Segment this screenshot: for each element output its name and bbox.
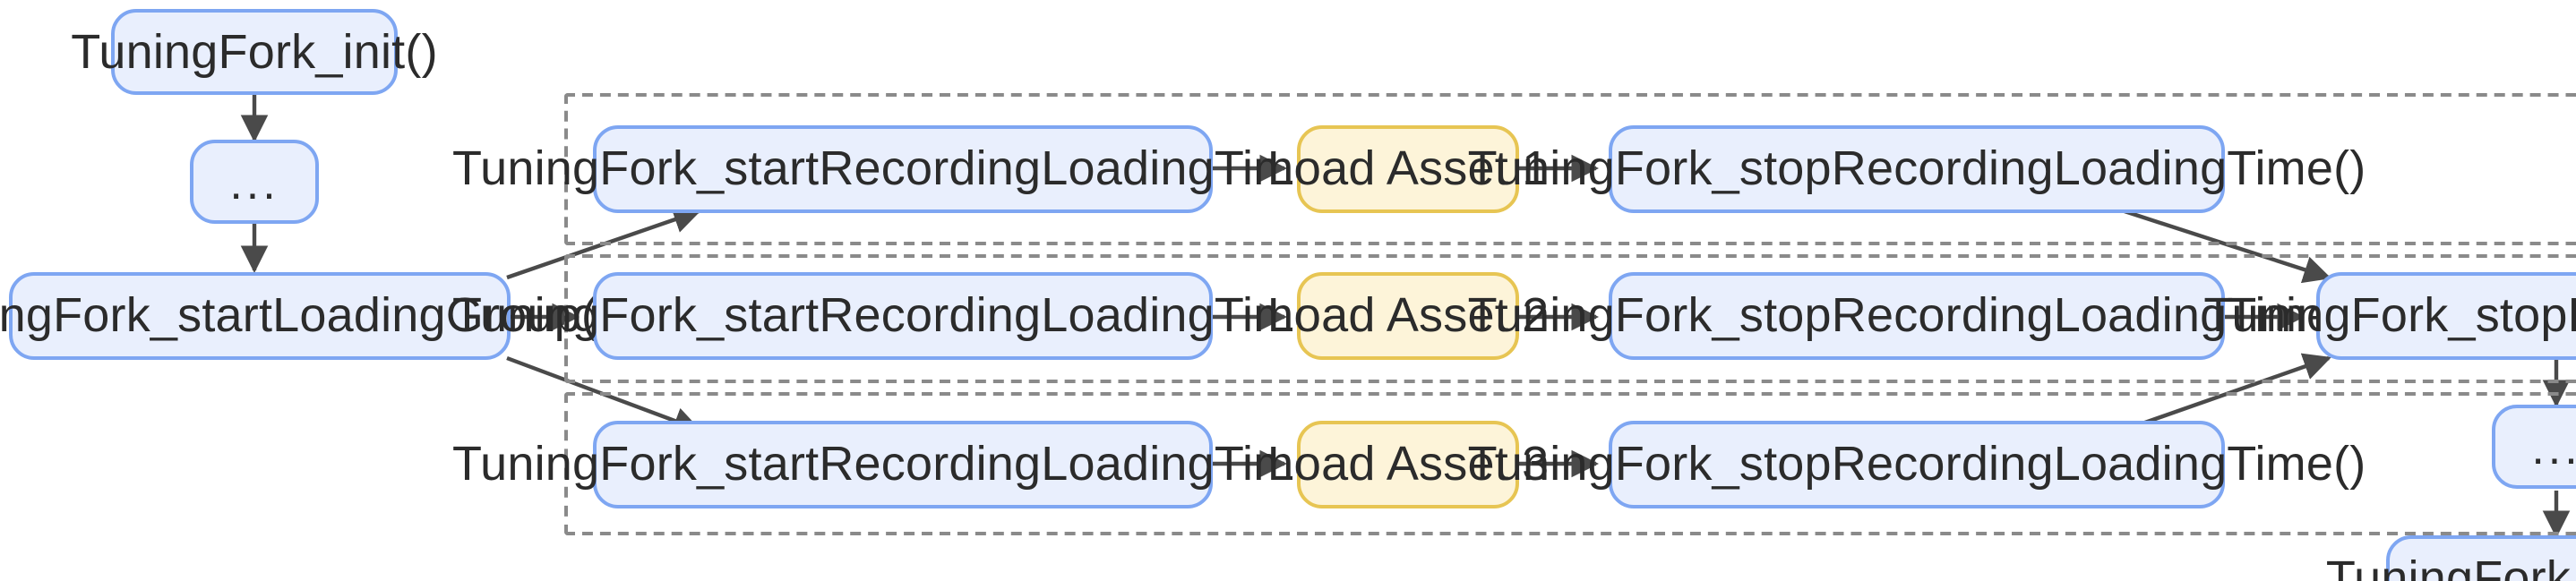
node-stop-recording-loading-time-1[interactable]: TuningFork_stopRecordingLoadingTime(): [1468, 125, 2366, 213]
node-tuningfork-destroy[interactable]: TuningFork_destroy(): [2326, 535, 2576, 581]
node-ellipsis-bottom[interactable]: ...: [2492, 405, 2576, 489]
node-start-loading-group[interactable]: TuningFork_startLoadingGroup(): [0, 272, 614, 360]
node-label: TuningFork_stopRecordingLoadingTime(): [1467, 141, 2366, 195]
node-label: ...: [229, 155, 279, 209]
node-tuningfork-init[interactable]: TuningFork_init(): [71, 9, 438, 95]
asset-row-1-subgraph: [564, 93, 2576, 245]
node-load-asset-3[interactable]: Load Asset 3: [1267, 421, 1549, 508]
node-label: TuningFork_stopRecordingLoadingTime(): [1467, 288, 2366, 342]
node-start-recording-loading-time-3[interactable]: TuningFork_startRecordingLoadingTime(): [452, 421, 1353, 508]
node-label: TuningFork_init(): [71, 24, 438, 78]
node-label: TuningFork_stopRecordingLoadingTime(): [1467, 437, 2366, 491]
node-label: TuningFork_startRecordingLoadingTime(): [451, 141, 1354, 195]
node-label: TuningFork_stopLoadingGroup(): [2203, 288, 2576, 342]
node-stop-recording-loading-time-2[interactable]: TuningFork_stopRecordingLoadingTime(): [1468, 272, 2366, 360]
asset-row-3-subgraph: [564, 392, 2576, 535]
node-label: Load Asset 2: [1267, 288, 1550, 342]
node-label: Load Asset 3: [1267, 437, 1550, 491]
node-start-recording-loading-time-1[interactable]: TuningFork_startRecordingLoadingTime(): [452, 125, 1353, 213]
node-stop-recording-loading-time-3[interactable]: TuningFork_stopRecordingLoadingTime(): [1468, 421, 2366, 508]
node-label: TuningFork_destroy(): [2325, 551, 2576, 581]
node-load-asset-1[interactable]: Load Asset 1: [1267, 125, 1549, 213]
node-start-recording-loading-time-2[interactable]: TuningFork_startRecordingLoadingTime(): [452, 272, 1353, 360]
node-label: TuningFork_startRecordingLoadingTime(): [451, 437, 1354, 491]
node-stop-loading-group[interactable]: TuningFork_stopLoadingGroup(): [2203, 272, 2576, 360]
node-label: ...: [2531, 420, 2576, 474]
node-label: TuningFork_startRecordingLoadingTime(): [451, 288, 1354, 342]
node-ellipsis-top[interactable]: ...: [190, 140, 319, 224]
node-load-asset-2[interactable]: Load Asset 2: [1267, 272, 1549, 360]
node-label: Load Asset 1: [1267, 141, 1550, 195]
